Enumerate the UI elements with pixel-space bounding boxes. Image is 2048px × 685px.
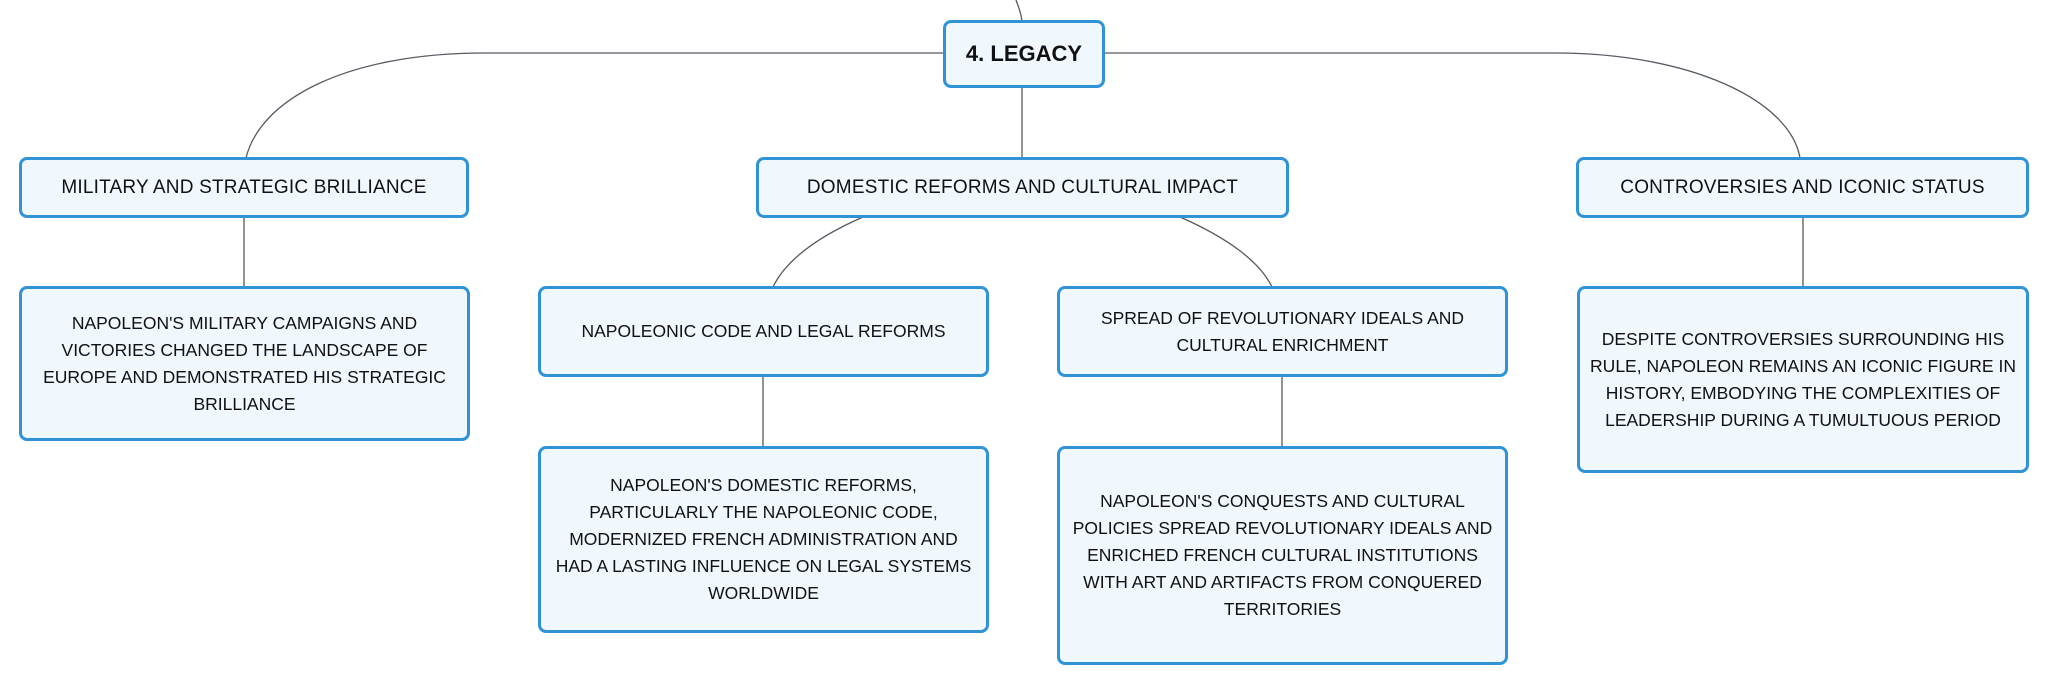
connector-root-to-military <box>245 52 944 159</box>
detail-node-napoleonic-code[interactable]: NAPOLEON'S DOMESTIC REFORMS, PARTICULARL… <box>538 446 989 633</box>
detail-node-text: NAPOLEON'S CONQUESTS AND CULTURAL POLICI… <box>1072 491 1493 619</box>
branch-node-label: DOMESTIC REFORMS AND CULTURAL IMPACT <box>806 176 1239 198</box>
root-node-legacy[interactable]: 4. LEGACY <box>943 20 1105 88</box>
detail-node-text: DESPITE CONTROVERSIES SURROUNDING HIS RU… <box>1590 328 2016 430</box>
connector-root-to-controversies <box>1104 52 1801 159</box>
detail-node-controversies[interactable]: DESPITE CONTROVERSIES SURROUNDING HIS RU… <box>1577 286 2029 473</box>
detail-node-text: NAPOLEON'S MILITARY CAMPAIGNS AND VICTOR… <box>43 312 446 414</box>
branch-node-military[interactable]: MILITARY AND STRATEGIC BRILLIANCE <box>19 157 469 218</box>
connector-domestic-to-revolutionary-ideals <box>1179 216 1273 288</box>
subtopic-node-napoleonic-code[interactable]: NAPOLEONIC CODE AND LEGAL REFORMS <box>538 286 989 377</box>
branch-node-label: MILITARY AND STRATEGIC BRILLIANCE <box>61 176 427 198</box>
connector-domestic-to-napoleonic-code <box>772 216 864 288</box>
connector-parent-to-root <box>1015 0 1023 22</box>
branch-node-domestic[interactable]: DOMESTIC REFORMS AND CULTURAL IMPACT <box>756 157 1289 218</box>
root-node-label: 4. LEGACY <box>965 41 1083 66</box>
branch-node-label: CONTROVERSIES AND ICONIC STATUS <box>1620 176 1985 198</box>
subtopic-node-revolutionary-ideals[interactable]: SPREAD OF REVOLUTIONARY IDEALS AND CULTU… <box>1057 286 1508 377</box>
subtopic-node-label: NAPOLEONIC CODE AND LEGAL REFORMS <box>581 321 946 341</box>
subtopic-node-label: SPREAD OF REVOLUTIONARY IDEALS AND CULTU… <box>1100 307 1465 355</box>
detail-node-military[interactable]: NAPOLEON'S MILITARY CAMPAIGNS AND VICTOR… <box>19 286 470 441</box>
branch-node-controversies[interactable]: CONTROVERSIES AND ICONIC STATUS <box>1576 157 2029 218</box>
detail-node-text: NAPOLEON'S DOMESTIC REFORMS, PARTICULARL… <box>555 475 972 603</box>
detail-node-revolutionary-ideals[interactable]: NAPOLEON'S CONQUESTS AND CULTURAL POLICI… <box>1057 446 1508 665</box>
